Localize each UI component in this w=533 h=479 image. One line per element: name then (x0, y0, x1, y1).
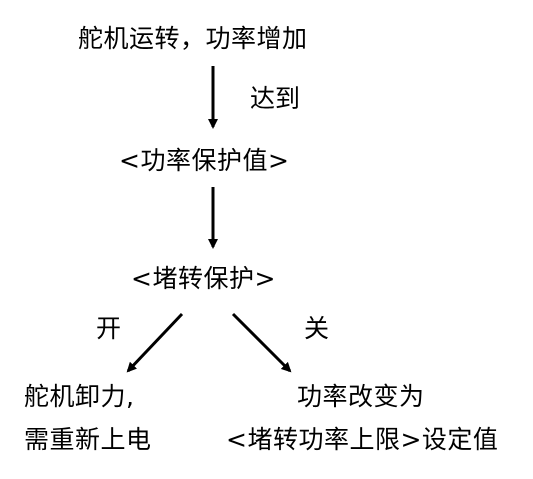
stall-protection-node: <堵转保护> (131, 264, 276, 293)
power-protection-node: <功率保护值> (119, 146, 290, 175)
start-node: 舵机运转，功率增加 (78, 24, 308, 53)
edge-label-on: 开 (96, 314, 122, 343)
edge-label-off: 关 (304, 314, 330, 343)
unload-node-line1: 舵机卸力, (24, 382, 135, 411)
change-power-node-line1: 功率改变为 (297, 382, 425, 411)
edge-label-reach: 达到 (250, 84, 301, 113)
arrow-stall-to-unload (126, 312, 184, 373)
unload-node-line2: 需重新上电 (24, 425, 152, 454)
change-power-node-line2: <堵转功率上限>设定值 (226, 425, 499, 454)
arrow-stall-to-change-power (231, 312, 292, 373)
